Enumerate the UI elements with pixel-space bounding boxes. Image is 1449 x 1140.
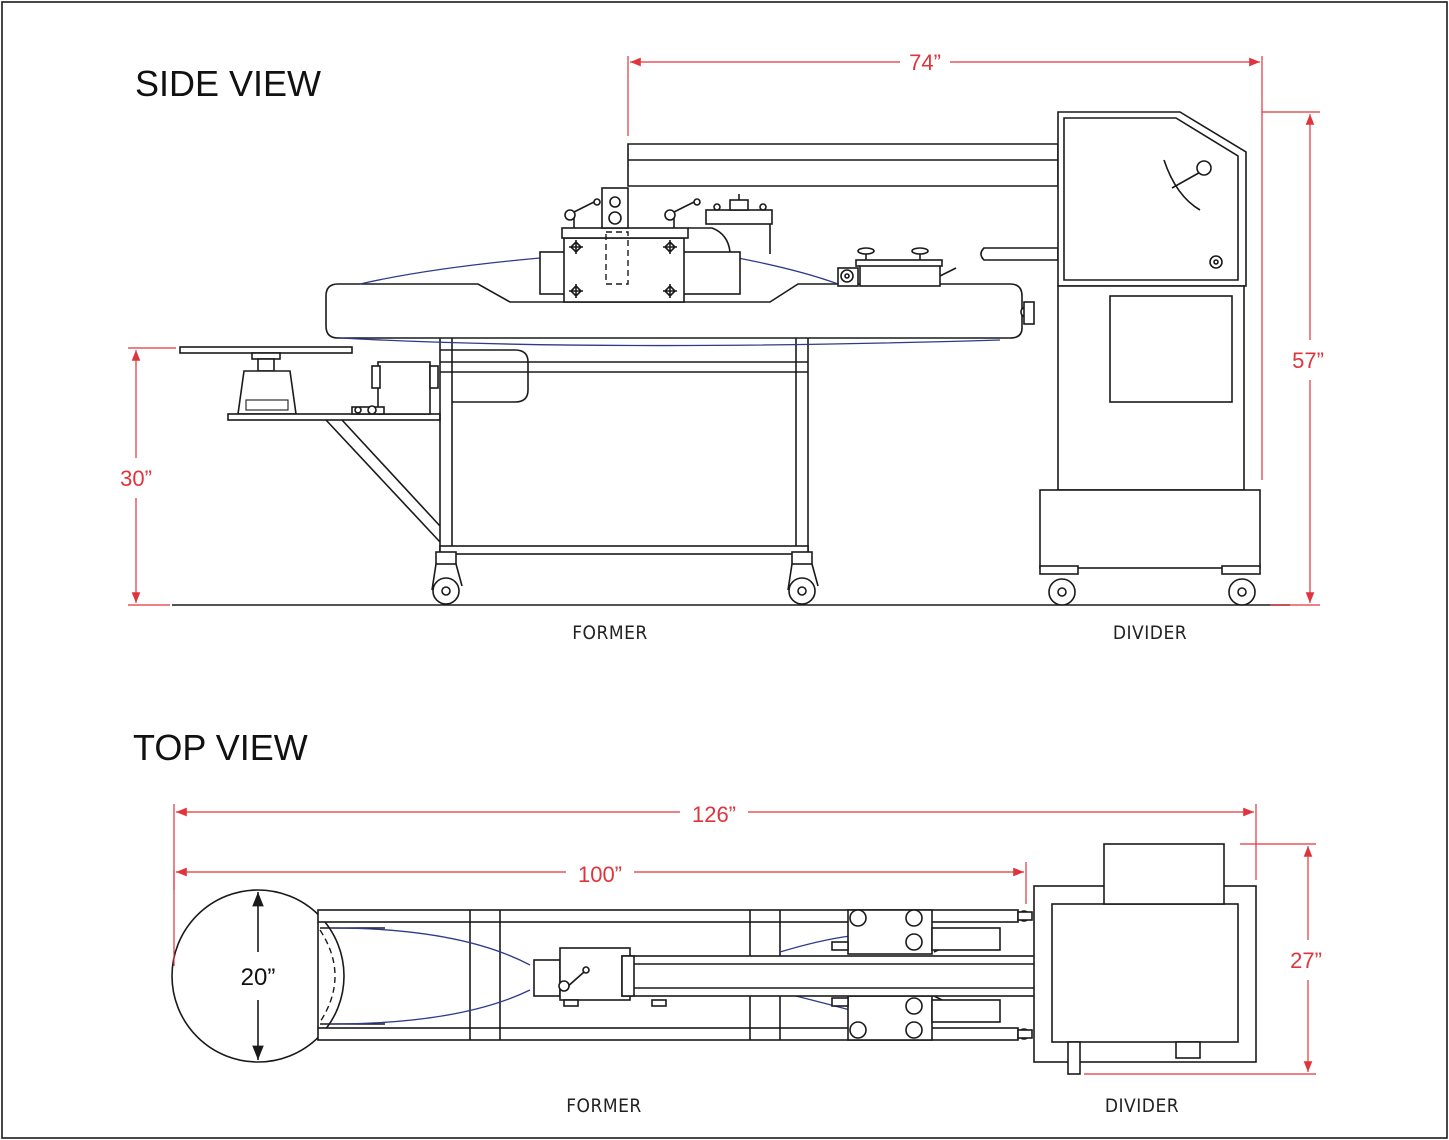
top-pressure-plates: [831, 909, 1001, 1041]
top-divider-conveyor: [621, 955, 1057, 997]
dim-57-label: 57”: [1292, 348, 1324, 373]
dim-length-74: [627, 56, 1263, 480]
dim-20-label: 20”: [241, 964, 276, 991]
side-view-title: SIDE VIEW: [135, 63, 321, 104]
dim-100-label: 100”: [578, 862, 622, 887]
dim-30-label: 30”: [120, 466, 152, 491]
dim-74-label: 74”: [909, 50, 941, 75]
top-view-title: TOP VIEW: [133, 727, 308, 768]
top-rounder: [533, 947, 667, 1007]
side-former-label: FORMER: [572, 622, 648, 644]
motor: [351, 361, 439, 415]
top-former: [317, 909, 1033, 1041]
top-turntable: [171, 889, 345, 1063]
dim-length-100: [173, 862, 1027, 966]
dim-27-label: 27”: [1290, 948, 1322, 973]
top-former-label: FORMER: [566, 1095, 642, 1117]
top-divider-label: DIVIDER: [1105, 1095, 1179, 1117]
dim-length-126: [173, 804, 1257, 890]
dim-126-label: 126”: [692, 802, 736, 827]
dim-width-27: [1084, 843, 1316, 1075]
pressure-plate: [837, 247, 957, 287]
rounder-head: [539, 187, 773, 303]
side-divider-label: DIVIDER: [1113, 622, 1187, 644]
dim-height-57: [1262, 111, 1320, 606]
former-conveyor: [325, 257, 1035, 347]
dim-height-30: [128, 347, 176, 606]
former-frame: [431, 338, 819, 605]
divider-machine: [627, 111, 1261, 606]
drive-housing: [440, 349, 808, 403]
top-divider: [1033, 843, 1257, 1075]
